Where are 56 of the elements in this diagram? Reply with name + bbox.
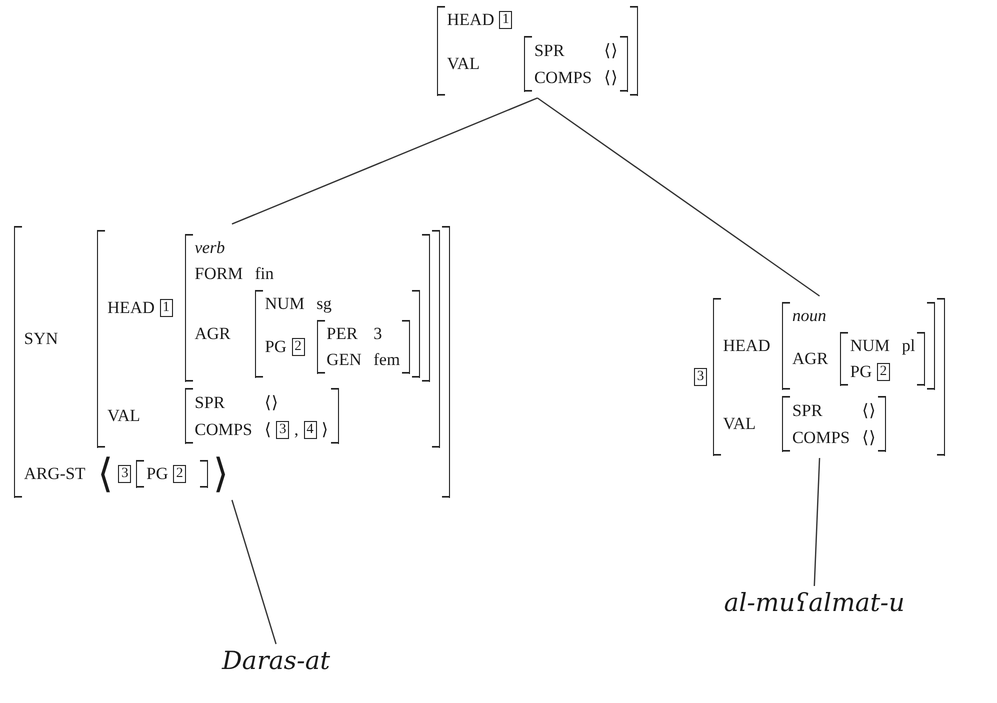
empty-list: ⟨⟩: [604, 67, 618, 88]
feature-name: PER: [326, 324, 358, 344]
word-form: Daras-at: [222, 646, 330, 675]
list-comma: ,: [294, 420, 299, 440]
word-form: al-muʕalmat-u: [724, 588, 905, 617]
feature-name: NUM: [264, 294, 304, 314]
feature-value: fem: [374, 350, 400, 370]
feature-name: SYN: [24, 329, 58, 349]
boxed-tag: 2: [876, 363, 890, 381]
type-name: noun: [792, 306, 826, 326]
boxed-tag: 3: [276, 420, 290, 438]
empty-list: ⟨⟩: [604, 40, 618, 61]
empty-list: ⟨⟩: [862, 427, 876, 448]
feature-name: SPR: [534, 40, 564, 60]
boxed-tag: 3: [118, 465, 132, 483]
boxed-tag: 4: [304, 420, 317, 438]
boxed-tag: 2: [173, 465, 186, 483]
feature-name: SPR: [194, 392, 225, 412]
feature-name: FORM: [194, 264, 243, 284]
boxed-tag: 3: [694, 368, 707, 386]
feature-name: AGR: [792, 349, 828, 369]
list-bracket: ⟨: [97, 454, 114, 494]
feature-name: VAL: [447, 54, 480, 74]
boxed-tag: 1: [499, 11, 512, 29]
feature-name: NUM: [850, 336, 890, 356]
feature-name: HEAD: [447, 10, 494, 30]
feature-name: PG: [146, 464, 168, 484]
tree-branch: [232, 97, 538, 225]
feature-name: VAL: [107, 406, 140, 426]
feature-value: pl: [902, 336, 916, 356]
feature-name: SPR: [792, 400, 822, 420]
feature-name: ARG-ST: [24, 464, 86, 484]
feature-value: fin: [254, 264, 274, 284]
feature-name: HEAD: [107, 298, 155, 318]
feature-name: PG: [850, 362, 872, 382]
feature-name: HEAD: [723, 336, 770, 356]
list-bracket: ⟩: [322, 419, 329, 440]
feature-name: COMPS: [792, 428, 850, 448]
feature-value: sg: [316, 294, 332, 314]
type-name: verb: [194, 238, 225, 258]
boxed-tag: 1: [160, 299, 173, 317]
feature-name: AGR: [194, 324, 231, 344]
tree-branch: [814, 458, 820, 586]
feature-name: COMPS: [194, 420, 252, 440]
tree-branch: [537, 97, 820, 297]
empty-list: ⟨⟩: [862, 400, 876, 421]
list-bracket: ⟩: [213, 454, 230, 494]
boxed-tag: 2: [292, 338, 305, 356]
empty-list: ⟨⟩: [264, 392, 278, 413]
feature-value: 3: [374, 324, 382, 344]
feature-name: VAL: [723, 414, 756, 434]
feature-name: PG: [264, 337, 287, 357]
feature-name: COMPS: [534, 68, 592, 88]
list-bracket: ⟨: [264, 419, 272, 440]
tree-branch: [231, 500, 277, 644]
feature-name: GEN: [326, 350, 362, 370]
